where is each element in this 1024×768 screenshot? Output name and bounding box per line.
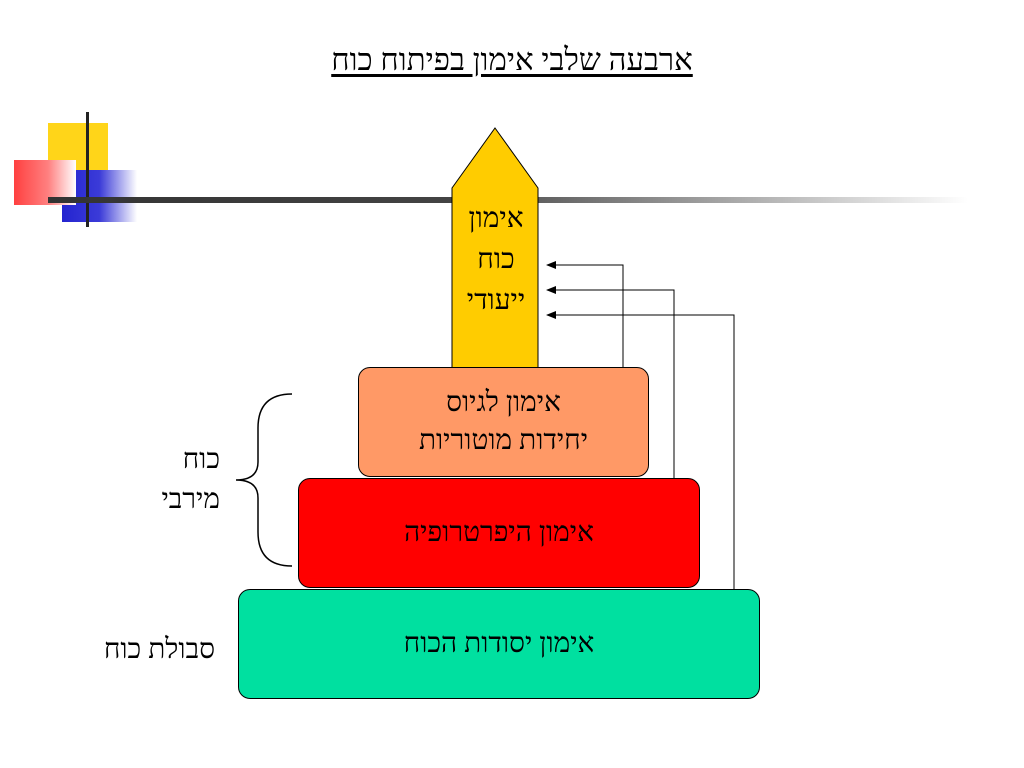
stage-motor-unit-recruitment: אימון לגיוס יחידות מוטוריות: [358, 367, 649, 477]
max-strength-line-1: כוח: [182, 444, 220, 475]
max-strength-line-2: מירבי: [161, 484, 220, 515]
tower-label: אימון כוח ייעודי: [452, 198, 540, 321]
stage-hypertrophy-label: אימון היפרטרופיה: [404, 517, 594, 548]
arrow-coordination-to-tower: [546, 261, 624, 383]
tower-line-1: אימון: [468, 203, 524, 234]
strength-endurance-label: סבולת כוח: [103, 634, 215, 665]
slide-title-text: ארבעה שלבי אימון בפיתוח כוח: [331, 42, 693, 77]
stage-hypertrophy: אימון היפרטרופיה: [298, 478, 700, 588]
max-strength-brace: [235, 393, 293, 567]
max-strength-label: כוח מירבי: [130, 440, 220, 520]
arrow-foundation-to-tower: [546, 311, 735, 604]
slide-title: ארבעה שלבי אימון בפיתוח כוח: [0, 42, 1024, 78]
stage-strength-foundation: אימון יסודות הכוח: [238, 589, 760, 699]
decor-vertical-line: [86, 112, 89, 227]
stage-motor-unit-line-1: אימון לגיוס: [446, 387, 561, 418]
tower-line-2: כוח: [477, 244, 515, 275]
stage-foundation-label: אימון יסודות הכוח: [403, 628, 595, 659]
tower-line-3: ייעודי: [466, 285, 526, 316]
stage-motor-unit-line-2: יחידות מוטוריות: [418, 425, 589, 456]
arrow-hypertrophy-to-tower: [546, 286, 675, 500]
